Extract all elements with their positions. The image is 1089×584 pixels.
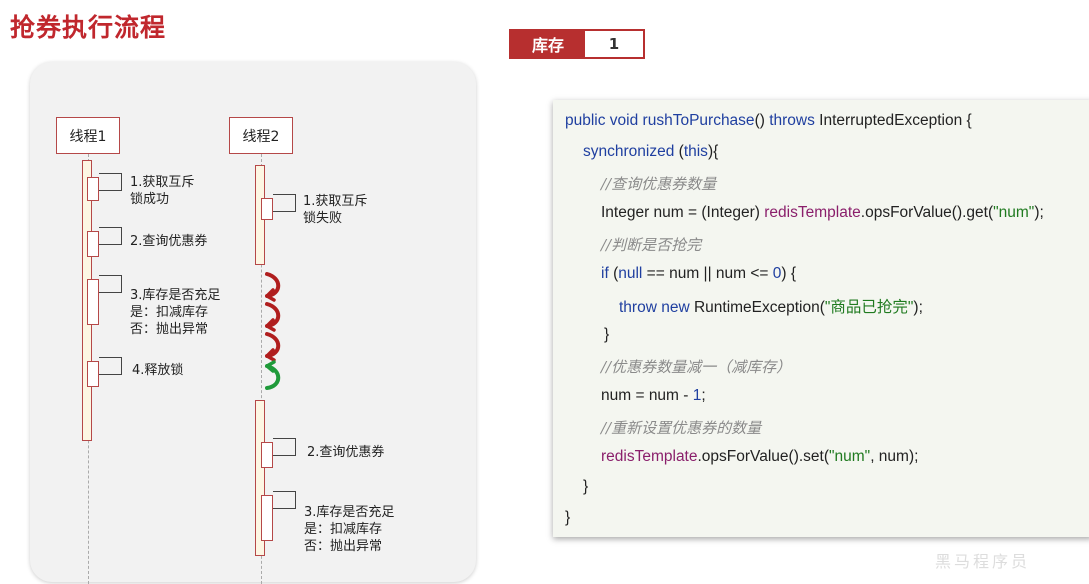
- code-token: if: [601, 264, 614, 282]
- code-line: //优惠券数量减一（减库存）: [601, 356, 791, 377]
- code-token: rushToPurchase: [642, 112, 755, 129]
- code-token: == num || num <=: [646, 264, 773, 282]
- code-token: //判断是否抢完: [601, 236, 702, 254]
- code-line: }: [604, 326, 609, 344]
- thread2-lifeline: [261, 154, 262, 584]
- code-token: RuntimeException(: [693, 299, 825, 316]
- thread2-step3-label: 3.库存是否充足 是：扣减库存 否：抛出异常: [304, 505, 395, 554]
- stock-label: 库存: [511, 31, 585, 57]
- thread2-step1-arrow: [273, 194, 296, 212]
- code-line: num = num - 1;: [601, 387, 706, 405]
- code-token: null: [618, 264, 647, 282]
- success-arrow-icon: [265, 360, 281, 390]
- code-token: throw new: [619, 299, 694, 316]
- code-line: Integer num = (Integer) redisTemplate.op…: [601, 204, 1044, 222]
- code-line: //查询优惠券数量: [601, 173, 716, 194]
- code-token: "num": [993, 203, 1035, 221]
- code-token: }: [565, 508, 571, 526]
- thread2-activation-work: [255, 400, 265, 556]
- code-token: );: [913, 299, 923, 316]
- thread1-header: 线程1: [56, 117, 120, 154]
- thread1-step4-box: [87, 361, 99, 387]
- code-line: }: [583, 478, 588, 496]
- code-token: }: [604, 325, 610, 343]
- code-line: }: [565, 509, 570, 527]
- code-line: public void rushToPurchase() throws Inte…: [565, 112, 972, 130]
- thread1-step3-box: [87, 279, 99, 325]
- sequence-diagram: 线程1 1.获取互斥 锁成功 2.查询优惠券 3.库存是否充足 是：扣减库存 否…: [30, 62, 476, 584]
- code-token: synchronized: [583, 142, 679, 160]
- code-token: //优惠券数量减一（减库存）: [601, 358, 792, 376]
- code-token: public void: [565, 112, 643, 129]
- page-title: 抢券执行流程: [10, 13, 167, 42]
- code-token: "商品已抢完": [824, 299, 914, 316]
- retry-arrow-icon: [265, 332, 281, 362]
- code-panel: public void rushToPurchase() throws Inte…: [553, 100, 1089, 537]
- thread2-step3-arrow: [273, 491, 296, 509]
- code-token: ) {: [781, 264, 797, 282]
- thread2-step3-box: [261, 495, 273, 541]
- thread1-step4-label: 4.释放锁: [132, 363, 184, 378]
- code-token: redisTemplate: [601, 447, 698, 465]
- thread1-step4-arrow: [99, 357, 122, 375]
- code-line: //判断是否抢完: [601, 234, 701, 255]
- code-token: (: [613, 264, 619, 282]
- code-line: //重新设置优惠券的数量: [601, 417, 761, 438]
- thread2-step1-box: [261, 198, 273, 220]
- retry-arrow-icon: [265, 302, 281, 332]
- code-line: throw new RuntimeException("商品已抢完");: [619, 295, 923, 317]
- thread1-step2-label: 2.查询优惠券: [130, 234, 208, 249]
- thread2-step2-box: [261, 442, 273, 468]
- code-token: (): [754, 112, 770, 129]
- thread2-step1-label: 1.获取互斥 锁失败: [303, 194, 368, 226]
- thread1-step1-label: 1.获取互斥 锁成功: [130, 175, 195, 207]
- thread1-step2-box: [87, 231, 99, 257]
- code-token: throws: [769, 112, 820, 129]
- retry-arrows: [265, 272, 281, 390]
- thread1-step1-box: [87, 177, 99, 201]
- code-token: .opsForValue().get(: [860, 203, 994, 221]
- code-token: redisTemplate: [764, 203, 861, 221]
- watermark: 黑马程序员: [935, 552, 1031, 571]
- stock-indicator: 库存 1: [509, 29, 645, 59]
- retry-arrow-icon: [265, 272, 281, 302]
- thread2-step2-label: 2.查询优惠券: [307, 445, 385, 460]
- thread2-step2-arrow: [273, 438, 296, 456]
- code-line: synchronized (this){: [583, 143, 718, 161]
- code-token: }: [583, 478, 589, 495]
- code-token: ){: [707, 142, 719, 160]
- code-line: if (null == num || num <= 0) {: [601, 265, 796, 283]
- code-token: "num": [829, 447, 871, 465]
- code-token: //重新设置优惠券的数量: [601, 419, 762, 437]
- code-token: //查询优惠券数量: [601, 175, 717, 193]
- code-token: InterruptedException {: [819, 112, 972, 129]
- code-token: , num);: [870, 447, 919, 465]
- code-token: );: [1034, 203, 1044, 221]
- thread1-step2-arrow: [99, 227, 122, 245]
- thread1-step1-arrow: [99, 173, 122, 191]
- code-token: ;: [701, 386, 706, 404]
- code-token: 0: [772, 264, 782, 282]
- thread1-step3-label: 3.库存是否充足 是：扣减库存 否：抛出异常: [130, 288, 221, 337]
- code-token: 1: [692, 386, 702, 404]
- thread1-step3-arrow: [99, 275, 122, 293]
- code-token: num = num -: [601, 386, 693, 404]
- code-line: redisTemplate.opsForValue().set("num", n…: [601, 448, 918, 466]
- thread2-header: 线程2: [229, 117, 293, 154]
- code-token: this: [683, 142, 708, 160]
- code-token: Integer num = (Integer): [601, 203, 765, 221]
- stock-value: 1: [608, 35, 620, 53]
- code-token: .opsForValue().set(: [697, 447, 830, 465]
- code-token: (: [678, 142, 684, 160]
